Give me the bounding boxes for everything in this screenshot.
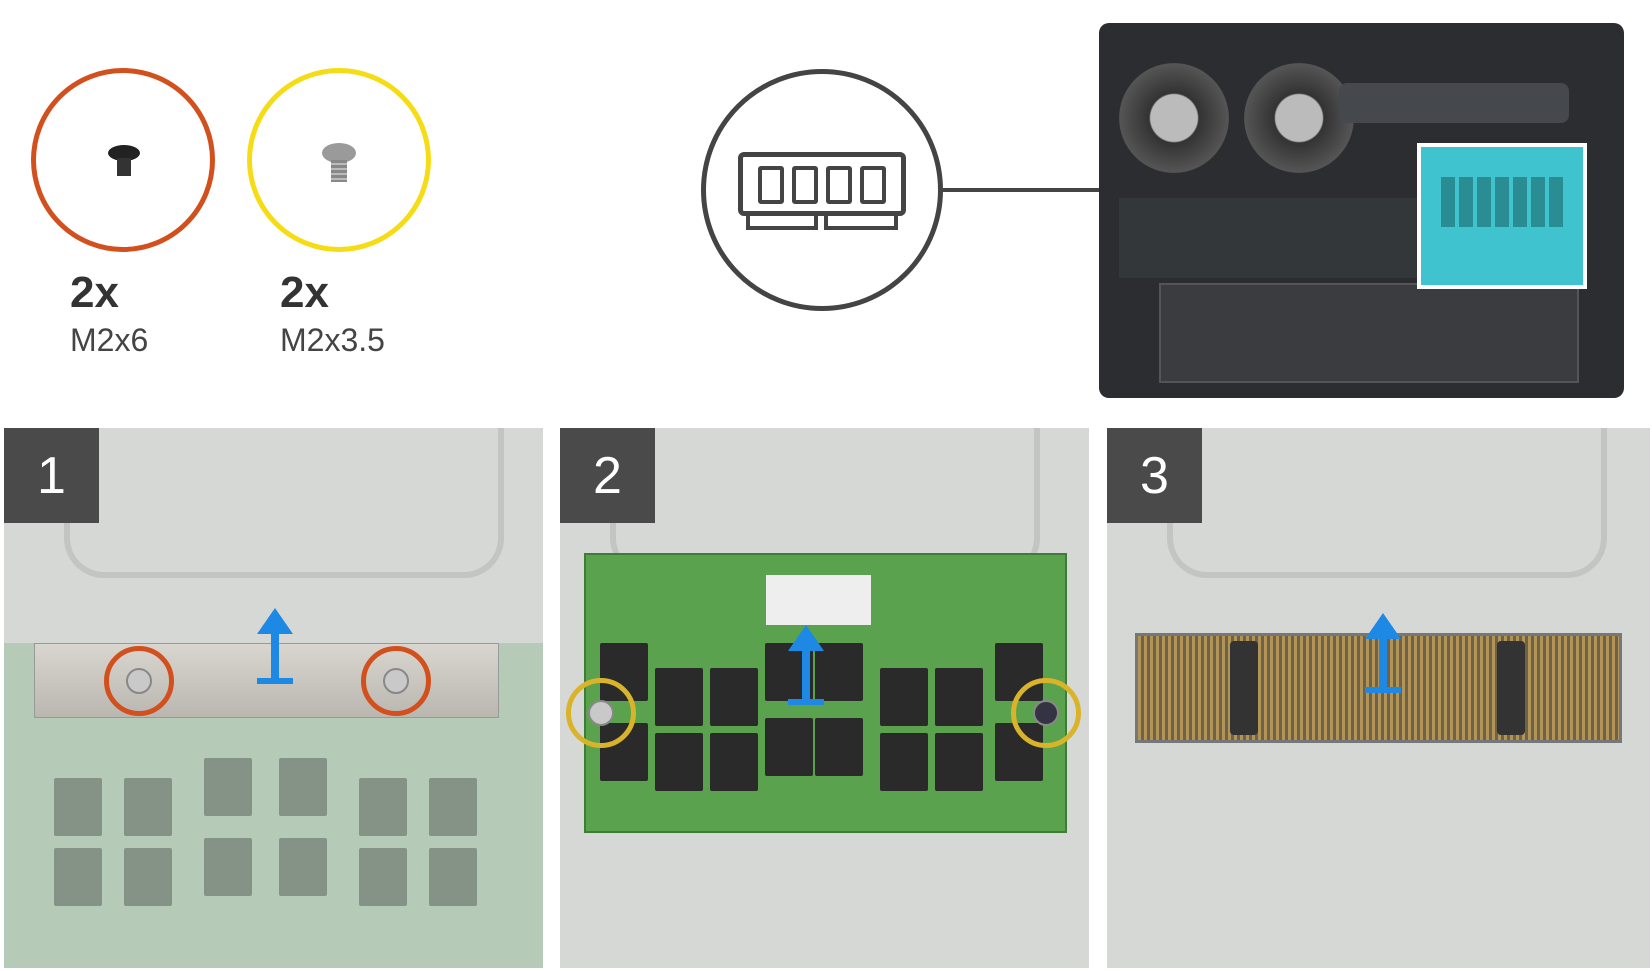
memory-module-icon (701, 69, 943, 311)
step-3-number: 3 (1107, 428, 1202, 523)
screw-m2x6-quantity: 2x (70, 268, 119, 317)
screw-m2x6-location (361, 646, 431, 716)
step-2-panel: 2 (560, 428, 1089, 968)
battery (1159, 283, 1579, 383)
screw-m2x6-label: M2x6 (70, 322, 149, 358)
module-label (766, 575, 871, 625)
screw-m2x3.5-quantity: 2x (280, 268, 329, 317)
screw-m2x3.5-icon (322, 143, 356, 163)
board-area (1119, 198, 1419, 278)
fan-left (1119, 63, 1229, 173)
connector-post (1230, 641, 1258, 735)
memory-highlight (1417, 143, 1587, 289)
screw-m2x3.5-ring (247, 68, 431, 252)
screw-m2x3.5-thread (331, 160, 347, 182)
step-1-number: 1 (4, 428, 99, 523)
connector-post (1497, 641, 1525, 735)
screw-m2x3.5-location (566, 678, 636, 748)
lift-arrow-icon (1365, 613, 1401, 639)
step-2-number: 2 (560, 428, 655, 523)
laptop-interior-image (1099, 23, 1624, 398)
step-3-panel: 3 (1107, 428, 1650, 968)
screw-m2x3.5-label: M2x3.5 (280, 322, 385, 358)
step-1-panel: 1 (4, 428, 543, 968)
screw-m2x6-thread (117, 158, 131, 176)
screw-m2x6-icon (108, 145, 140, 161)
fan-right (1244, 63, 1354, 173)
lift-arrow-icon (788, 625, 824, 651)
heatpipe (1339, 83, 1569, 123)
screw-m2x6-location (104, 646, 174, 716)
screw-m2x6-ring (31, 68, 215, 252)
screw-m2x3.5-location (1011, 678, 1081, 748)
lift-arrow-icon (257, 608, 293, 634)
memory-connector (1135, 633, 1622, 743)
